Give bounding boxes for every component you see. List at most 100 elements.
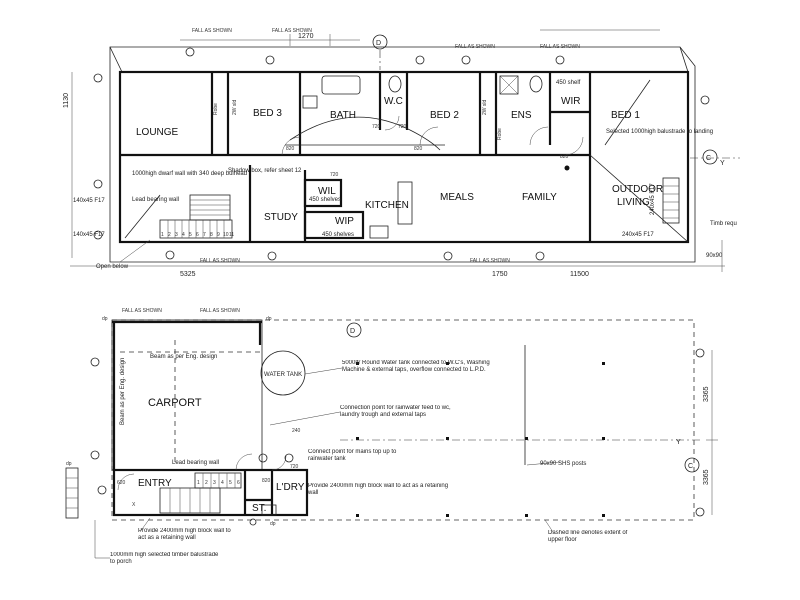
lower-dim-right-top: 3365 [703,386,710,402]
fall-label: FALL AS SHOWN [455,44,495,50]
kitchen-bench [397,181,413,225]
fall-label: FALL AS SHOWN [200,258,240,264]
section-marker [185,47,195,57]
upper-dim-bottom-mid: 1750 [492,271,508,278]
upper-floor-plan: 1270 [63,28,740,278]
section-marker [555,55,565,65]
laundry-trough [261,504,277,516]
stair-step-label: 3 [175,232,178,238]
upper-dim-bottom-left: 5325 [180,271,196,278]
sliding-door-label: 2W sld [232,100,238,116]
stair-step-label: 3 [213,480,216,486]
sliding-door-label: 2W sld [482,100,488,116]
section-marker [535,251,545,261]
note-450-shelf: 450 shelf [556,80,581,86]
leader-tank [304,367,343,375]
lower-dim-right-bottom: 3365 [703,469,710,485]
room-bed2: BED 2 [430,110,459,121]
door-size: 820 [560,154,569,160]
section-marker [93,230,103,240]
gridline-d-label-lower: D [350,328,355,335]
upper-stairs [124,194,233,239]
fall-label: FALL AS SHOWN [192,28,232,34]
leader-dashed [544,519,554,533]
downpipe-dot [564,165,570,171]
door-size: 720 [330,172,339,178]
section-marker [461,55,471,65]
room-family: FAMILY [522,192,557,203]
stair-step-label: 7 [203,232,206,238]
room-meals: MEALS [440,192,474,203]
upper-top-dim: 1270 [298,33,314,40]
outdoor-diagonal [589,154,689,243]
note-beam-side: Beam as per Eng. design [120,358,126,425]
note-dwarf-wall: 1000high dwarf wall with 340 deep bulhea… [132,171,247,177]
upper-curved-wall [289,116,441,151]
gridline-d-label: D [376,40,381,47]
dim-240: 240 [292,428,301,434]
leader-open-below [119,239,151,263]
stair-step-label: 1 [197,480,200,486]
bath-vanity [302,95,318,109]
stair-step-label: 5 [229,480,232,486]
door-swing-bed3 [281,136,301,156]
note-timber: Timb requ [710,221,737,227]
stair-void-diagonal [124,194,161,239]
fall-label: FALL AS SHOWN [122,308,162,314]
note-rainwater: Connection point for rainwater feed to w… [340,405,451,418]
stair-step-label: 5 [189,232,192,238]
gridline-c-label: C [706,155,711,162]
door-swing-front [117,473,135,491]
stair-step-label: 2 [168,232,171,238]
lower-floor-plan: 1 2 3 4 5 6 D [65,308,718,565]
bed1-diagonal [604,79,651,146]
downpipe-label: dp [266,316,272,322]
note-open-below: Open below [96,264,129,270]
gridline-c-bubble [702,149,718,165]
note-block-left: Provide 2400mm high block wall to act as… [138,528,231,541]
leader-block-left [139,517,151,533]
note-mains: Connect point for mains top up to rainwa… [308,449,396,462]
stair-step-label: 9 [217,232,220,238]
note-shelves-bottom: 450 shelves [322,232,354,238]
note-beam-right: 240x45 F17 [650,183,656,215]
section-marker [284,453,294,463]
room-wir: WIR [561,96,580,107]
note-tank: 5000ltr Round Water tank connected to W.… [342,360,490,373]
section-marker [90,357,100,367]
stair-step-label: 2 [205,480,208,486]
stair-step-label: 6 [237,480,240,486]
axis-y-label-lower: Y [676,439,681,446]
room-bed3: BED 3 [253,108,282,119]
fall-label: FALL AS SHOWN [540,44,580,50]
upper-wip-box [303,210,365,240]
note-beam-left2: 140x45 F17 [73,232,105,238]
note-balustrade: Selected 1000high balustrade to landing [606,129,713,135]
upper-floor-extent-dashed [111,319,695,521]
door-size: 820 [286,146,295,152]
section-marker [443,251,453,261]
water-tank-circle [260,350,306,396]
downpipe-label: dp [270,521,276,527]
section-marker [258,453,268,463]
door-swing-wc [384,115,400,131]
note-shelves-top: 450 shelves [309,197,341,203]
section-marker [90,450,100,460]
room-outdoor: OUTDOOR [612,184,663,195]
downpipe-label: dp [66,461,72,467]
note-dashed-extent: Dashed line denotes extent of upper floo… [548,530,627,543]
upper-dim-bottom-right: 11500 [570,271,589,278]
room-living: LIVING [617,197,650,208]
section-marker [415,55,425,65]
room-lounge: LOUNGE [136,127,179,138]
door-swing-ldry [271,455,287,471]
door-size: 720 [290,464,299,470]
upper-external-walls [118,70,690,244]
door-size: 720 [372,124,381,130]
room-ens: ENS [511,110,532,121]
room-ldry: L'DRY [276,482,305,493]
section-marker [267,251,277,261]
room-entry: ENTRY [138,478,172,489]
lower-stairs [159,472,242,514]
